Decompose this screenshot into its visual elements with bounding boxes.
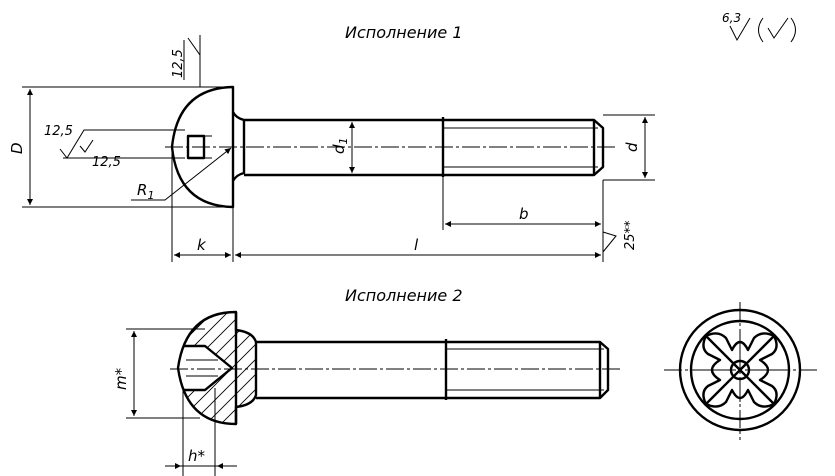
slot-roughness-value-b: 12,5: [92, 155, 121, 170]
cross-recess-section: [183, 344, 234, 392]
slot-roughness-value-a: 12,5: [44, 124, 73, 139]
screw-end-view: [664, 302, 818, 440]
dim-l-label: l: [414, 236, 419, 254]
version1-title: Исполнение 1: [345, 23, 463, 42]
dim-k-label: k: [197, 236, 207, 254]
thread-end-roughness-value: 25**: [623, 220, 638, 250]
general-roughness-symbol: 6,3: [722, 11, 796, 43]
dim-R1-label: R1: [137, 181, 154, 202]
dim-m-label: m*: [112, 367, 130, 390]
dim-d1-label: d1: [330, 137, 350, 154]
dim-b-label: b: [519, 205, 529, 223]
head-roughness-value: 12,5: [171, 49, 186, 78]
version2-title: Исполнение 2: [345, 286, 463, 305]
general-roughness-value: 6,3: [722, 11, 741, 25]
dim-h-label: h*: [188, 447, 206, 465]
dim-d-label: d: [623, 142, 641, 152]
dim-D-label: D: [8, 142, 26, 154]
